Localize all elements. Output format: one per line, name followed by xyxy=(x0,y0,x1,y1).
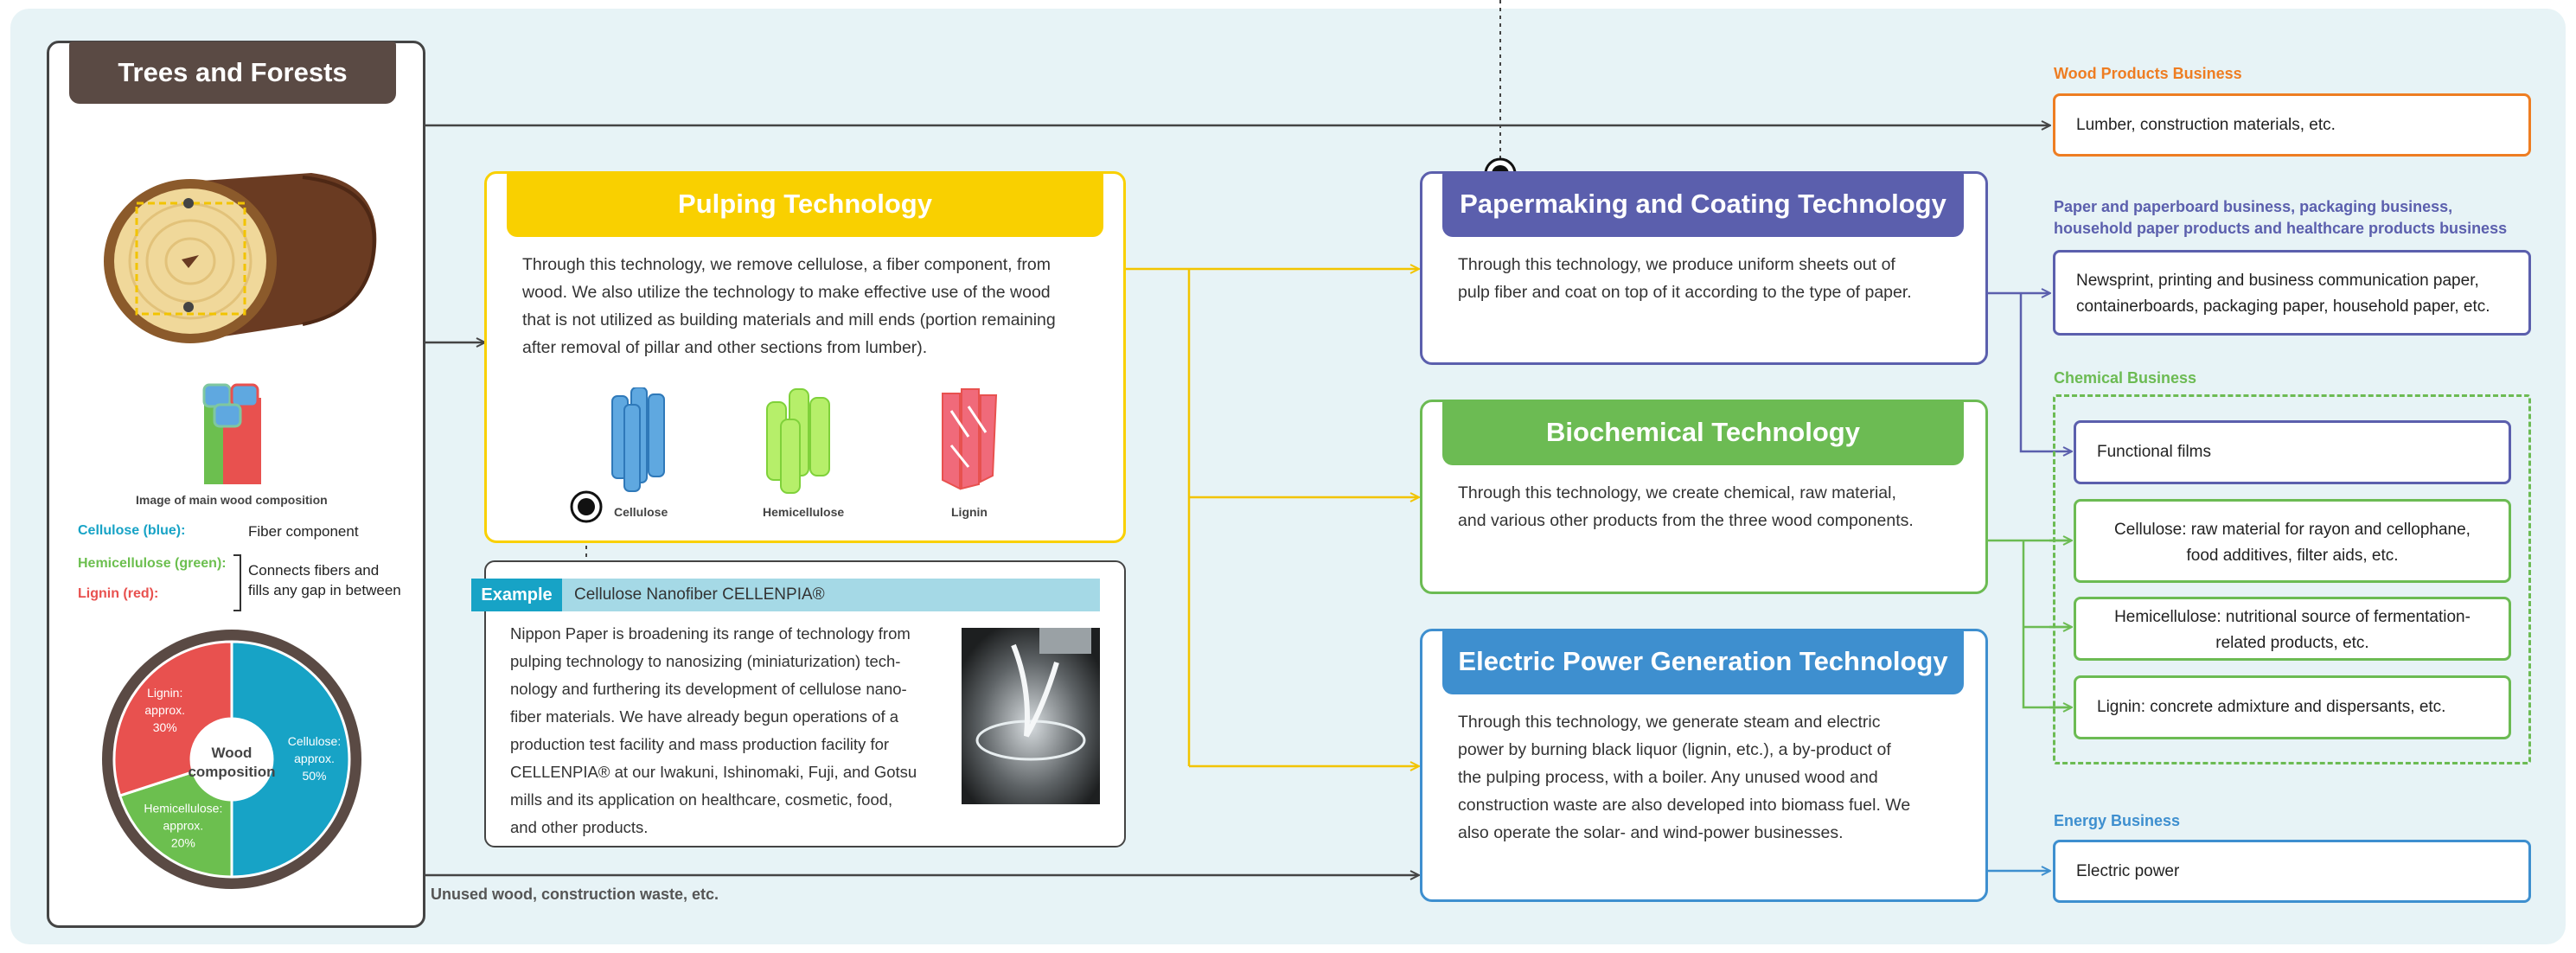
cellulose-label: Cellulose xyxy=(614,505,668,519)
electric-title: Electric Power Generation Technology xyxy=(1442,629,1964,694)
energy-business-box: Electric power xyxy=(2053,840,2531,903)
lignin-business-box: Lignin: concrete admixture and dispersan… xyxy=(2074,675,2511,739)
legend-lignin-key: Lignin (red): xyxy=(78,586,159,601)
wood-composition-donut: Wood composition Cellulose: approx. 50% Hem… xyxy=(102,630,361,889)
donut-slice-label-0-0: Cellulose: xyxy=(288,734,341,748)
pulping-target-marker xyxy=(570,490,603,523)
example-text-line: pulping technology to nanosizing (miniat… xyxy=(510,652,901,670)
cellulose-business-box: Cellulose: raw material for rayon and ce… xyxy=(2074,499,2511,583)
legend-brace xyxy=(233,554,241,611)
electric-text-line: power by burning black liquor (lignin, e… xyxy=(1458,740,1891,759)
donut-slice-label-0-1: approx. xyxy=(294,752,335,765)
cellulose-business-line: Cellulose: raw material for rayon and ce… xyxy=(2114,521,2471,539)
legend-hemicellulose-key: Hemicellulose (green): xyxy=(78,556,227,571)
biochemical-text-line: and various other products from the thre… xyxy=(1458,511,1914,530)
papermaking-text-line: pulp fiber and coat on top of it accordi… xyxy=(1458,283,1912,302)
hemicellulose-business-line: related products, etc. xyxy=(2215,634,2369,652)
cellulose-nanofiber-photo xyxy=(962,628,1100,804)
paper-business-box: Newsprint, printing and business communi… xyxy=(2053,250,2531,336)
arrow-pulping-to-papermaking xyxy=(1126,269,1418,766)
composition-caption: Image of main wood composition xyxy=(136,493,328,507)
example-text-line: fiber materials. We have already begun o… xyxy=(510,707,899,726)
example-text-line: mills and its application on healthcare,… xyxy=(510,790,893,809)
donut-slice-label-1-1: approx. xyxy=(163,818,204,832)
donut-slice-label-2-0: Lignin: xyxy=(147,686,182,700)
cellulose-icon xyxy=(611,387,665,492)
donut-center-label-2: composition xyxy=(188,764,275,780)
papermaking-text: Through this technology, we produce unif… xyxy=(1458,251,1977,306)
hemicellulose-business-box: Hemicellulose: nutritional source of fer… xyxy=(2074,597,2511,661)
donut-slice-label-2-2: 30% xyxy=(153,720,177,734)
log-illustration xyxy=(104,173,377,343)
example-text-line: and other products. xyxy=(510,818,649,836)
legend-cellulose-key: Cellulose (blue): xyxy=(78,523,186,538)
paper-business-label-line: Paper and paperboard business, packaging… xyxy=(2054,198,2453,215)
donut-slice-label-2-1: approx. xyxy=(144,703,185,717)
biochemical-title: Biochemical Technology xyxy=(1442,400,1964,465)
lignin-label: Lignin xyxy=(951,505,988,519)
hemicellulose-icon xyxy=(766,388,830,494)
wood-products-label: Wood Products Business xyxy=(2054,65,2242,82)
hemicellulose-business-line: Hemicellulose: nutritional source of fer… xyxy=(2114,608,2471,626)
hemicellulose-label: Hemicellulose xyxy=(763,505,845,519)
chemical-business-label: Chemical Business xyxy=(2054,369,2197,387)
pulping-text-line: after removal of pillar and other sectio… xyxy=(522,338,928,357)
electric-text-line: Through this technology, we generate ste… xyxy=(1458,713,1881,732)
electric-text-line: the pulping process, with a boiler. Any … xyxy=(1458,768,1878,787)
pulping-title: Pulping Technology xyxy=(507,171,1103,237)
paper-business-line: containerboards, packaging paper, househ… xyxy=(2076,297,2490,316)
wood-composition-icon xyxy=(202,383,261,484)
chemical-business-group xyxy=(2053,394,2531,764)
pulping-text-line: Through this technology, we remove cellu… xyxy=(522,255,1051,274)
cellulose-business-line: food additives, filter aids, etc. xyxy=(2186,547,2399,565)
paper-business-label-line: household paper products and healthcare … xyxy=(2054,220,2508,237)
functional-films-box: Functional films xyxy=(2074,420,2511,484)
paper-business-line: Newsprint, printing and business communi… xyxy=(2076,272,2479,290)
legend-brace-line-2: fills any gap in between xyxy=(248,582,401,598)
example-text: Nippon Paper is broadening its range of … xyxy=(510,620,936,841)
biochemical-text: Through this technology, we create chemi… xyxy=(1458,479,1977,534)
electric-text-line: construction waste are also developed in… xyxy=(1458,796,1911,815)
papermaking-text-line: Through this technology, we produce unif… xyxy=(1458,255,1895,274)
example-text-line: production test facility and mass produc… xyxy=(510,735,890,753)
biochemical-text-line: Through this technology, we create chemi… xyxy=(1458,483,1896,502)
legend-brace-line-1: Connects fibers and xyxy=(248,562,380,579)
papermaking-title: Papermaking and Coating Technology xyxy=(1442,171,1964,237)
example-text-line: Nippon Paper is broadening its range of … xyxy=(510,624,911,643)
example-tag: Example xyxy=(471,579,562,611)
electric-text: Through this technology, we generate ste… xyxy=(1458,708,1977,847)
donut-slice-label-0-2: 50% xyxy=(302,769,326,783)
energy-business-label: Energy Business xyxy=(2054,812,2181,829)
paper-business-label: Paper and paperboard business, packaging… xyxy=(2054,196,2507,240)
trees-title: Trees and Forests xyxy=(69,42,396,104)
pulping-text-line: that is not utilized as building materia… xyxy=(522,310,1056,329)
lignin-icon xyxy=(942,388,998,490)
donut-center-label-1: Wood xyxy=(212,745,252,761)
unused-wood-note: Unused wood, construction waste, etc. xyxy=(431,886,719,903)
example-text-line: CELLENPIA® at our Iwakuni, Ishinomaki, F… xyxy=(510,763,917,781)
donut-slice-label-1-2: 20% xyxy=(171,835,195,849)
pulping-text: Through this technology, we remove cellu… xyxy=(522,251,1110,361)
pulping-text-line: wood. We also utilize the technology to … xyxy=(522,283,1051,302)
example-title: Cellulose Nanofiber CELLENPIA® xyxy=(562,579,1100,611)
legend-cellulose-value: Fiber component xyxy=(248,523,359,540)
example-text-line: nology and furthering its development of… xyxy=(510,680,907,698)
electric-text-line: also operate the solar- and wind-power b… xyxy=(1458,823,1844,842)
wood-products-box: Lumber, construction materials, etc. xyxy=(2053,93,2531,157)
donut-slice-label-1-0: Hemicellulose: xyxy=(144,801,222,815)
